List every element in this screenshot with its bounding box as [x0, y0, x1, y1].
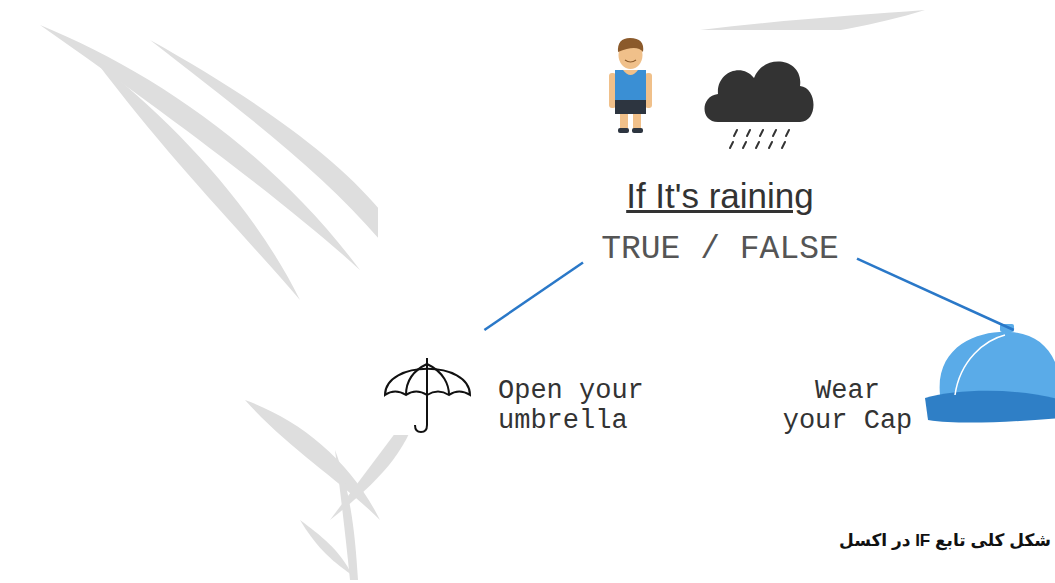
- boy-shoe: [618, 128, 629, 133]
- boy-arm: [609, 73, 616, 108]
- boy-icon: [609, 38, 652, 133]
- cap-seam: [955, 335, 1005, 395]
- boy-arm: [645, 73, 652, 108]
- cloud: [705, 61, 814, 122]
- watermark-swoosh: [150, 40, 380, 240]
- umbrella-icon: [385, 358, 470, 432]
- condition-text: If It's raining: [583, 176, 857, 216]
- boy-shoe: [632, 128, 643, 133]
- false-action-node: Wear your Cap: [780, 330, 1055, 432]
- boy-shorts: [615, 100, 646, 114]
- boy-shirt: [615, 70, 646, 102]
- umbrella-rib: [426, 364, 428, 395]
- umbrella-tip: [426, 358, 428, 364]
- branch-line: [857, 259, 1014, 330]
- true-action-node: Open your umbrella: [380, 330, 670, 432]
- cap-icon: [925, 324, 1055, 423]
- result-values: TRUE / FALSE: [583, 230, 857, 270]
- watermark-swoosh: [95, 60, 300, 300]
- branch-line: [484, 262, 583, 330]
- figure-caption: شکل کلی تابع IF در اکسل: [839, 530, 1051, 551]
- umbrella-rib: [406, 364, 427, 395]
- cap-button: [1000, 324, 1014, 332]
- boy-hair: [618, 38, 643, 52]
- rain-drops: [730, 130, 789, 148]
- condition-node: If It's rainingTRUE / FALSE: [583, 176, 857, 270]
- action-text: Open your umbrella: [498, 376, 670, 436]
- watermark-leaf: [300, 520, 352, 575]
- cap-visor: [925, 391, 1055, 423]
- rain-cloud-icon: [705, 61, 814, 148]
- umbrella-rib: [427, 364, 449, 395]
- action-text: Wear your Cap: [780, 376, 915, 436]
- boy-shirt-neck: [623, 70, 638, 75]
- watermark-leaf: [245, 400, 380, 520]
- boy-mouth: [625, 60, 636, 62]
- umbrella-handle: [415, 395, 427, 432]
